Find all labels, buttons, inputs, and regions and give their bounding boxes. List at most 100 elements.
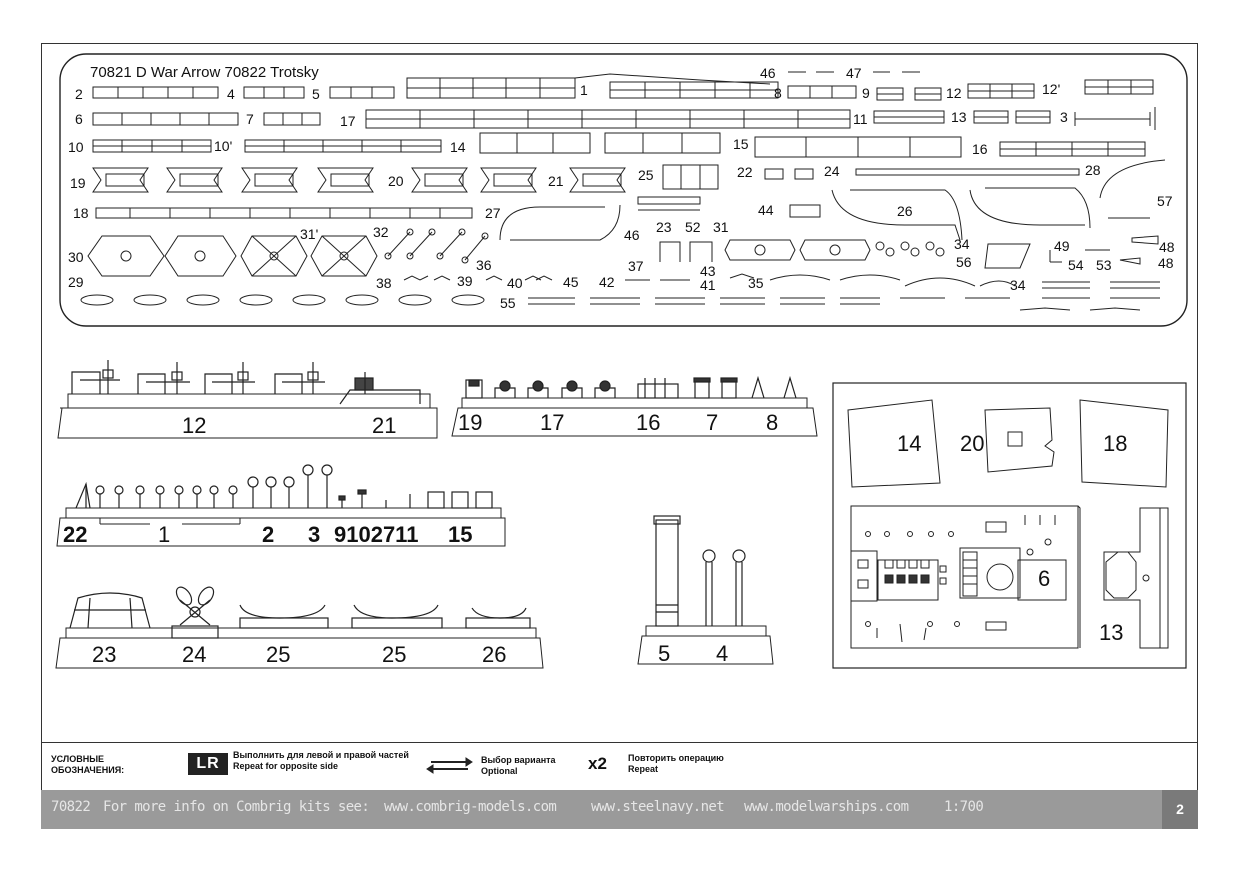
part-number-27: 27 — [485, 205, 501, 221]
legend-opt-ru: Выбор варианта — [481, 755, 556, 765]
label-19: 19 — [458, 410, 482, 435]
lr-badge: LR — [188, 753, 228, 775]
label-18: 18 — [1103, 431, 1127, 456]
label-4: 4 — [716, 641, 728, 666]
label-5: 5 — [658, 641, 670, 666]
panel-guns-a: 12 21 — [57, 360, 438, 439]
photo-etch-fret — [59, 53, 1188, 327]
legend-heading: УСЛОВНЫЕ ОБОЗНАЧЕНИЯ: — [51, 754, 124, 776]
part-number-32: 32 — [373, 224, 389, 240]
label-17: 17 — [540, 410, 564, 435]
label-9-10-27-11: 9102711 — [334, 522, 418, 547]
part-number-40: 40 — [507, 275, 523, 291]
label-15: 15 — [448, 522, 472, 547]
x2-badge: x2 — [588, 754, 607, 773]
label-1: 1 — [158, 522, 170, 547]
part-number-7: 7 — [246, 111, 254, 127]
label-24: 24 — [182, 642, 206, 667]
part-number-51: 47 — [846, 65, 862, 81]
legend-repeat: Повторить операцию Repeat — [628, 753, 724, 775]
label-22: 22 — [63, 522, 87, 547]
label-14: 14 — [897, 431, 921, 456]
legend-heading-line2: ОБОЗНАЧЕНИЯ: — [51, 765, 125, 775]
part-number-28: 28 — [1085, 162, 1101, 178]
part-number-31-prime: 31' — [300, 226, 318, 242]
legend-bar — [41, 742, 1198, 791]
part-number-4: 4 — [227, 86, 235, 102]
part-number-20: 20 — [388, 173, 404, 189]
legend-lr: Выполнить для левой и правой частей Repe… — [233, 750, 409, 772]
part-number-16: 16 — [972, 141, 988, 157]
label-8: 8 — [766, 410, 778, 435]
part-number-22: 22 — [737, 164, 753, 180]
label-21: 21 — [372, 413, 396, 438]
part-number-1: 1 — [580, 82, 588, 98]
part-number-46: 46 — [624, 227, 640, 243]
part-number-57: 57 — [1157, 193, 1173, 209]
panel-masts: 22 1 2 3 9102711 15 — [56, 464, 506, 547]
legend-lr-en: Repeat for opposite side — [233, 761, 339, 771]
part-number-36: 36 — [476, 257, 492, 273]
part-number-37: 37 — [628, 258, 644, 274]
page-number: 2 — [1162, 790, 1198, 829]
footer-bar: 70822 For more info on Combrig kits see:… — [41, 790, 1198, 829]
part-number-12-prime: 12' — [1042, 81, 1060, 97]
part-number-23: 23 — [656, 219, 672, 235]
kit-number: 70822 — [51, 799, 91, 815]
part-number-41: 41 — [700, 277, 716, 293]
part-number-6: 6 — [75, 111, 83, 127]
fret-title: 70821 D War Arrow 70822 Trotsky — [90, 64, 319, 81]
part-number-10-prime: 10' — [214, 138, 232, 154]
legend-lr-ru: Выполнить для левой и правой частей — [233, 750, 409, 760]
part-number-19: 19 — [70, 175, 86, 191]
panel-decks: 14 20 18 6 13 — [832, 382, 1187, 669]
part-number-2: 2 — [75, 86, 83, 102]
legend-rep-ru: Повторить операцию — [628, 753, 724, 763]
part-number-43: 43 — [700, 263, 716, 279]
scale-label: 1:700 — [944, 799, 984, 815]
part-number-13: 13 — [951, 109, 967, 125]
part-number-12: 12 — [946, 85, 962, 101]
legend-opt-en: Optional — [481, 766, 518, 776]
part-number-38: 38 — [376, 275, 392, 291]
link-modelwarships[interactable]: www.modelwarships.com — [744, 799, 909, 815]
legend-heading-line1: УСЛОВНЫЕ — [51, 754, 105, 764]
label-20: 20 — [960, 431, 984, 456]
link-steelnavy[interactable]: www.steelnavy.net — [591, 799, 725, 815]
label-7: 7 — [706, 410, 718, 435]
label-26: 26 — [482, 642, 506, 667]
part-number-14: 14 — [450, 139, 466, 155]
part-number-26: 26 — [897, 203, 913, 219]
part-number-5: 5 — [312, 86, 320, 102]
part-number-55: 55 — [500, 295, 516, 311]
label-12: 12 — [182, 413, 206, 438]
part-number-11: 11 — [853, 111, 868, 127]
panel-guns-b: 19 17 16 7 8 — [451, 375, 818, 437]
part-number-10: 10 — [68, 139, 84, 155]
part-number-9: 9 — [862, 85, 870, 101]
label-13: 13 — [1099, 620, 1123, 645]
part-number-33: 34 — [954, 236, 970, 252]
part-number-52: 52 — [685, 219, 701, 235]
link-combrig[interactable]: www.combrig-models.com — [384, 799, 557, 815]
footer-info: For more info on Combrig kits see: — [103, 799, 370, 815]
panel-funnel: 5 4 — [637, 515, 774, 666]
part-number-56: 56 — [956, 254, 972, 270]
part-number-35: 35 — [748, 275, 764, 291]
part-number-8: 8 — [774, 85, 782, 101]
part-number-50: 46 — [760, 65, 776, 81]
part-number-31: 31 — [713, 219, 729, 235]
part-number-47: 48 — [1159, 239, 1175, 255]
label-3: 3 — [308, 522, 320, 547]
label-23: 23 — [92, 642, 116, 667]
part-number-21: 21 — [548, 173, 564, 189]
part-number-45: 45 — [563, 274, 579, 290]
part-number-25: 25 — [638, 167, 654, 183]
part-number-18: 18 — [73, 205, 89, 221]
part-number-49: 49 — [1054, 238, 1070, 254]
part-number-17: 17 — [340, 113, 356, 129]
label-6: 6 — [1038, 566, 1050, 591]
label-16: 16 — [636, 410, 660, 435]
